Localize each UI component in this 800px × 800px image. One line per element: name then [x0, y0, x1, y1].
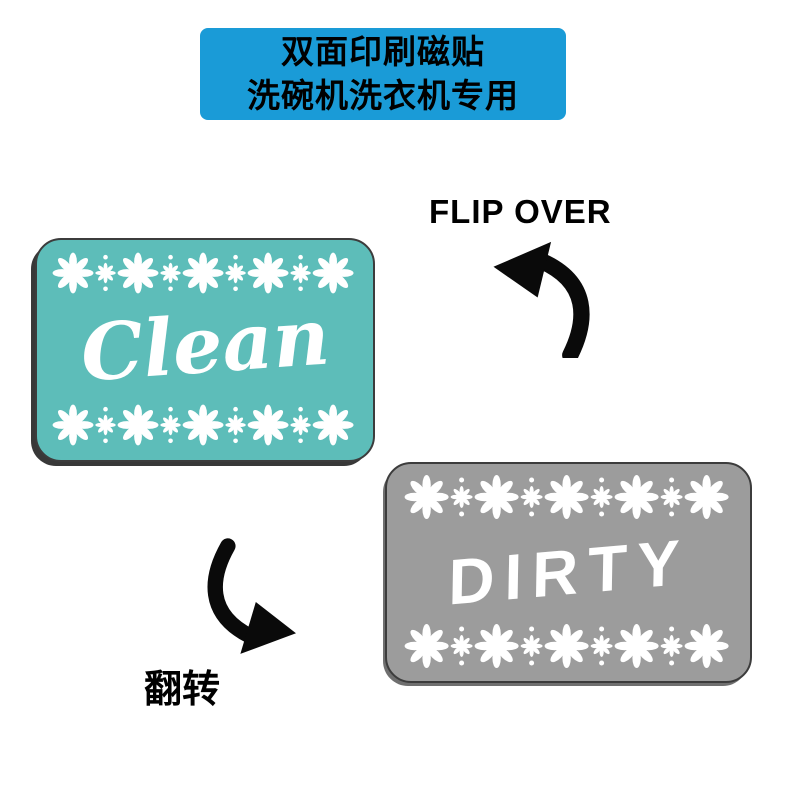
banner-line-1: 双面印刷磁贴: [281, 33, 485, 71]
banner-line-2: 洗碗机洗衣机专用: [247, 77, 519, 114]
floral-border-top-icon: [47, 250, 363, 296]
flip-arrow-down-icon: [207, 538, 296, 654]
clean-label: Clean: [77, 291, 333, 400]
flip-arrow-up-icon: [493, 241, 590, 358]
clean-magnet: Clean: [35, 238, 375, 462]
dirty-magnet: DIRTY: [385, 462, 752, 683]
floral-border-bottom-icon: [398, 623, 739, 669]
flip-over-label: FLIP OVER: [429, 193, 612, 230]
floral-border-bottom-icon: [47, 402, 363, 448]
floral-border-top-icon: [398, 474, 739, 520]
dirty-label: DIRTY: [447, 524, 690, 619]
flip-label-zh: 翻转: [144, 669, 221, 711]
title-banner: 双面印刷磁贴 洗碗机洗衣机专用: [200, 28, 566, 120]
